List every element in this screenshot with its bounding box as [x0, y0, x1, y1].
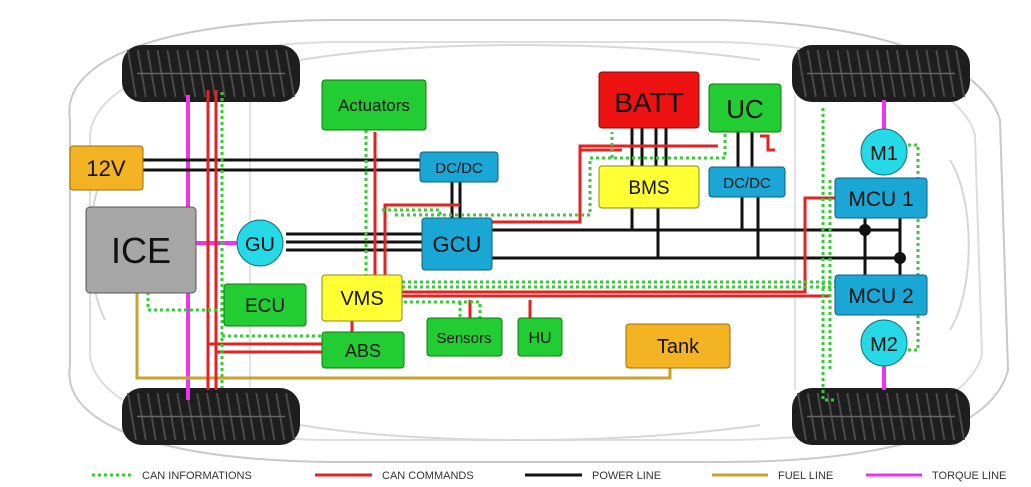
component-sensors: Sensors — [426, 317, 503, 357]
svg-text:GU: GU — [245, 234, 275, 256]
legend: CAN INFORMATIONS CAN COMMANDS POWER LINE… — [92, 470, 1006, 482]
svg-text:12V: 12V — [86, 156, 125, 181]
svg-text:TORQUE LINE: TORQUE LINE — [932, 470, 1006, 482]
svg-text:Tank: Tank — [657, 336, 700, 358]
fuel-lines — [135, 292, 672, 380]
component-mcu2: MCU 2 — [834, 274, 928, 316]
svg-text:BMS: BMS — [628, 178, 669, 199]
legend-item-power-line: POWER LINE — [525, 470, 661, 482]
component-actuators: Actuators — [321, 79, 427, 131]
rear-left-tire — [122, 388, 300, 445]
component-uc: UC — [708, 83, 782, 133]
front-left-tire — [122, 45, 300, 102]
svg-text:Actuators: Actuators — [338, 96, 410, 115]
svg-text:DC/DC: DC/DC — [435, 160, 483, 177]
legend-item-can-informations: CAN INFORMATIONS — [92, 470, 252, 482]
component-dcdc-left: DC/DC — [419, 151, 499, 183]
rear-right-tire — [792, 388, 970, 445]
svg-text:ECU: ECU — [245, 296, 285, 317]
component-batt: BATT — [598, 71, 700, 129]
svg-text:UC: UC — [726, 94, 764, 124]
component-12v: 12V — [69, 145, 144, 191]
legend-item-fuel-line: FUEL LINE — [712, 470, 833, 482]
svg-text:HU: HU — [528, 330, 551, 347]
legend-item-can-commands: CAN COMMANDS — [315, 470, 474, 482]
wheels — [122, 45, 970, 445]
component-gcu: GCU — [421, 217, 493, 271]
svg-text:GCU: GCU — [433, 232, 482, 257]
svg-text:DC/DC: DC/DC — [723, 175, 771, 192]
front-right-tire — [792, 45, 970, 102]
svg-text:ICE: ICE — [111, 230, 171, 271]
component-m2: M2 — [860, 319, 908, 367]
component-bms: BMS — [598, 165, 700, 209]
component-dcdc-right: DC/DC — [708, 166, 786, 198]
svg-text:ABS: ABS — [345, 341, 381, 361]
svg-text:POWER LINE: POWER LINE — [592, 470, 661, 482]
component-mcu1: MCU 1 — [834, 177, 928, 219]
component-m1: M1 — [860, 128, 908, 176]
legend-item-torque-line: TORQUE LINE — [866, 470, 1006, 482]
svg-text:MCU 2: MCU 2 — [848, 285, 913, 308]
svg-text:Sensors: Sensors — [436, 330, 491, 347]
can-information-lines — [146, 92, 920, 402]
component-ice: ICE — [85, 206, 197, 294]
power-junctions — [859, 224, 906, 264]
svg-text:CAN INFORMATIONS: CAN INFORMATIONS — [142, 470, 252, 482]
svg-text:FUEL LINE: FUEL LINE — [778, 470, 833, 482]
svg-text:VMS: VMS — [340, 288, 383, 310]
svg-text:M2: M2 — [870, 334, 898, 356]
svg-text:M1: M1 — [870, 143, 898, 165]
component-tank: Tank — [625, 323, 731, 369]
component-abs: ABS — [321, 331, 405, 369]
component-hu: HU — [517, 317, 563, 357]
component-vms: VMS — [321, 274, 403, 322]
svg-text:MCU 1: MCU 1 — [848, 188, 913, 211]
component-gu: GU — [236, 219, 284, 267]
can-command-lines — [206, 90, 835, 390]
svg-text:BATT: BATT — [614, 87, 683, 118]
component-ecu: ECU — [223, 283, 307, 327]
svg-text:CAN COMMANDS: CAN COMMANDS — [382, 470, 474, 482]
